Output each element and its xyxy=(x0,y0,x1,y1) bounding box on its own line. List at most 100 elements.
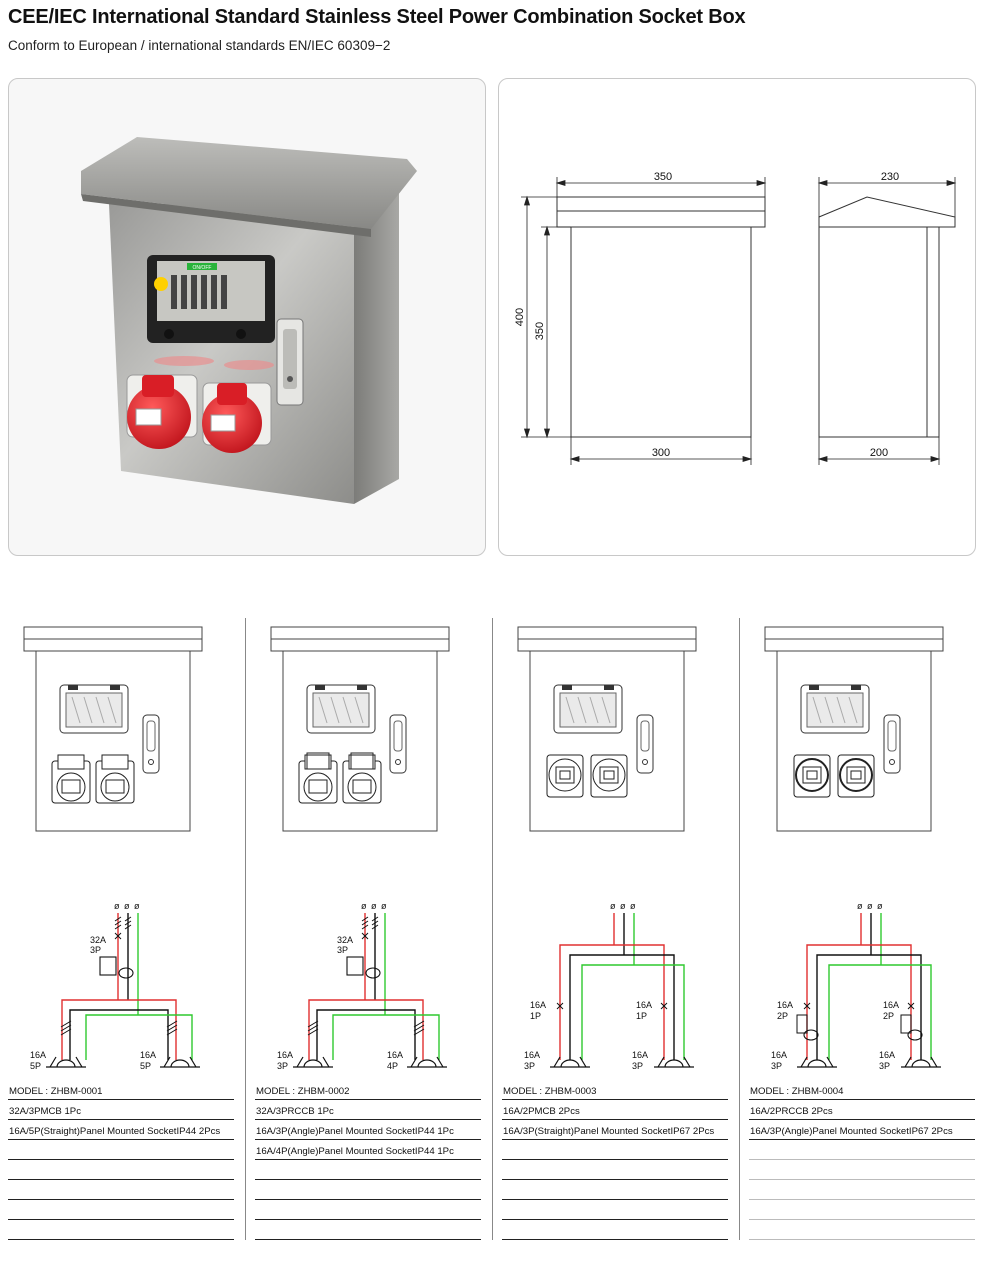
phase-symbol: ø xyxy=(610,901,616,911)
blank-row xyxy=(8,1140,234,1160)
phase-symbol: ø xyxy=(381,901,387,911)
wire xyxy=(871,954,922,1060)
socket-rating: 16A xyxy=(524,1050,540,1060)
wire xyxy=(581,964,634,1060)
phase-symbol: ø xyxy=(857,901,863,911)
model-name: MODEL : ZHBM-0003 xyxy=(502,1080,728,1100)
blank-row xyxy=(502,1180,728,1200)
dim-total-height: 400 xyxy=(514,308,526,326)
dimension-drawing: 350 300 230 200 400 350 xyxy=(514,171,957,465)
model-name: MODEL : ZHBM-0001 xyxy=(8,1080,234,1100)
blank-row xyxy=(502,1140,728,1160)
phase-symbol: ø xyxy=(114,901,120,911)
wire xyxy=(816,954,871,1060)
breaker-label: ON/OFF xyxy=(193,265,212,271)
hash-mark xyxy=(60,1020,72,1028)
hash-mark xyxy=(371,916,379,922)
hash-mark xyxy=(361,916,369,922)
blank-row xyxy=(502,1160,728,1180)
switch-x xyxy=(361,932,369,940)
socket-poles: 3P xyxy=(879,1061,890,1071)
hash-mark xyxy=(166,1020,178,1028)
hash-mark xyxy=(361,924,369,930)
spec-line: 16A/5P(Straight)Panel Mounted SocketIP44… xyxy=(8,1120,234,1140)
blank-row xyxy=(255,1180,481,1200)
wire xyxy=(69,1009,128,1060)
model-name: MODEL : ZHBM-0004 xyxy=(749,1080,975,1100)
hash-mark xyxy=(361,920,369,926)
phase-symbol: ø xyxy=(877,901,883,911)
front-roof-top xyxy=(556,196,766,212)
box-front-drawing xyxy=(23,626,203,832)
breaker-rating: 16A xyxy=(636,1000,652,1010)
wire xyxy=(806,944,861,1060)
wire xyxy=(332,1014,385,1060)
socket-symbol xyxy=(407,1056,447,1068)
switch-x xyxy=(114,932,122,940)
hash-mark xyxy=(413,1020,425,1028)
wire xyxy=(365,999,424,1060)
socket-symbol xyxy=(160,1056,200,1068)
side-roof xyxy=(818,196,956,228)
socket-poles: 3P xyxy=(771,1061,782,1071)
socket-drawing xyxy=(546,754,584,798)
breaker-poles: 2P xyxy=(777,1011,788,1021)
spec-line: 16A/2PRCCB 2Pcs xyxy=(749,1100,975,1120)
box-front-drawing xyxy=(517,626,697,832)
blank-row xyxy=(502,1220,728,1240)
socket-symbol xyxy=(46,1056,86,1068)
wire xyxy=(138,1014,193,1060)
phase-symbol: ø xyxy=(620,901,626,911)
wire xyxy=(569,954,624,1060)
breaker-poles: 1P xyxy=(530,1011,541,1021)
product-photo: ON/OFF xyxy=(81,137,417,504)
door-handle-drawing xyxy=(636,714,654,774)
socket-rating: 16A xyxy=(879,1050,895,1060)
socket-poles: 4P xyxy=(387,1061,398,1071)
spec-line: 16A/4P(Angle)Panel Mounted SocketIP44 1P… xyxy=(255,1140,481,1160)
socket-rating: 16A xyxy=(632,1050,648,1060)
box-side xyxy=(354,179,399,504)
phase-symbol: ø xyxy=(371,901,377,911)
column-divider xyxy=(245,618,246,1240)
breaker-rating: 16A xyxy=(883,1000,899,1010)
hash-mark xyxy=(166,1024,178,1032)
hash-mark xyxy=(60,1024,72,1032)
hash-mark xyxy=(124,916,132,922)
page-subtitle: Conform to European / international stan… xyxy=(8,38,391,53)
door-handle-drawing xyxy=(883,714,901,774)
breaker-rating: 16A xyxy=(777,1000,793,1010)
hash-mark xyxy=(307,1020,319,1028)
hash-mark xyxy=(166,1028,178,1036)
blank-row xyxy=(749,1140,975,1160)
wire xyxy=(624,954,675,1060)
socket-rating: 16A xyxy=(387,1050,403,1060)
blank-row xyxy=(8,1200,234,1220)
spec-line: 16A/3P(Angle)Panel Mounted SocketIP67 2P… xyxy=(749,1120,975,1140)
breaker-window-drawing xyxy=(59,684,129,734)
socket-poles: 5P xyxy=(30,1061,41,1071)
blank-row xyxy=(749,1180,975,1200)
phase-symbol: ø xyxy=(867,901,873,911)
blank-row xyxy=(8,1220,234,1240)
breaker-rating: 32A xyxy=(337,935,353,945)
switch-x xyxy=(660,1002,668,1010)
breaker-window-drawing xyxy=(553,684,623,734)
wire xyxy=(881,964,932,1060)
box-front-drawing xyxy=(270,626,450,832)
breaker-rating: 16A xyxy=(530,1000,546,1010)
socket-poles: 3P xyxy=(524,1061,535,1071)
socket-drawing xyxy=(837,754,875,798)
phase-symbol: ø xyxy=(134,901,140,911)
wire xyxy=(308,999,365,1060)
door-handle-drawing xyxy=(389,714,407,774)
column-divider xyxy=(739,618,740,1240)
breaker-poles: 2P xyxy=(883,1011,894,1021)
wire xyxy=(634,964,685,1060)
hash-mark xyxy=(371,924,379,930)
